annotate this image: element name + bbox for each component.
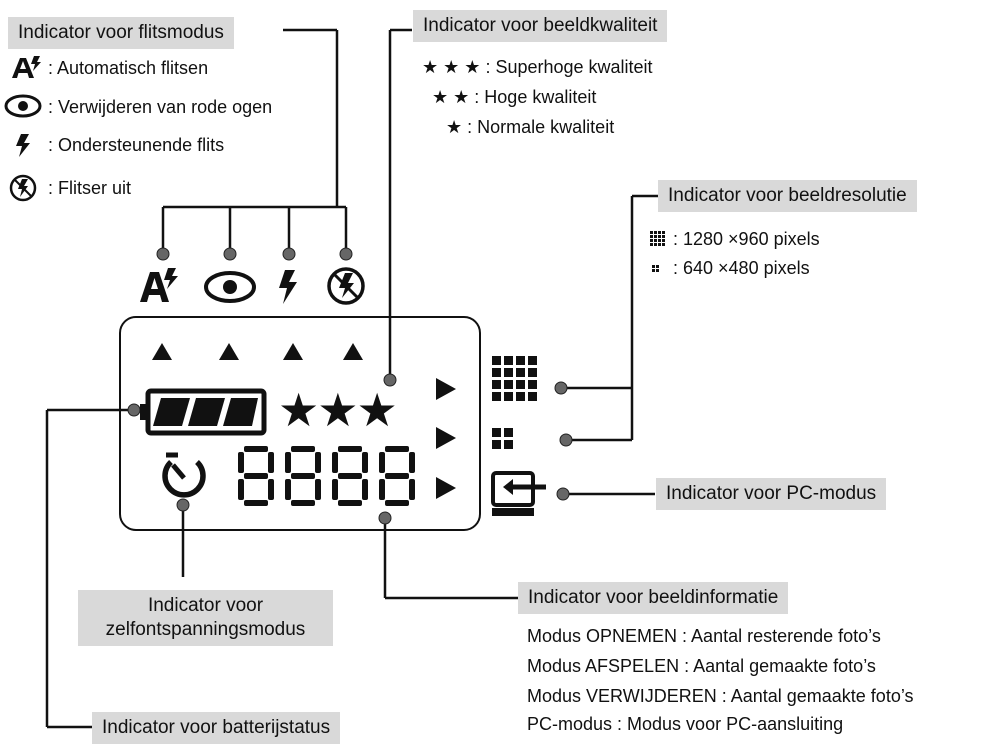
lcd-digit-segment bbox=[362, 452, 368, 473]
lcd-digit-segment bbox=[385, 500, 409, 506]
image-info-line-play: Modus AFSPELEN : Aantal gemaakte foto’s bbox=[527, 656, 876, 676]
lcd-digit-segment bbox=[244, 446, 268, 452]
lcd-flash-triangle-1 bbox=[152, 343, 172, 360]
lcd-panel bbox=[119, 316, 481, 531]
fill-flash-icon bbox=[279, 270, 297, 304]
quality-stars: ★ ★ bbox=[432, 87, 470, 107]
resolution-dot-high bbox=[554, 381, 568, 395]
lcd-digit-segment bbox=[244, 500, 268, 506]
resolution-item-low: : 640 ×480 pixels bbox=[673, 258, 810, 278]
flash-mode-item-redeye: : Verwijderen van rode ogen bbox=[48, 97, 273, 117]
flash-dot-4 bbox=[339, 247, 353, 261]
flash-mode-item-auto: : Automatisch flitsen bbox=[48, 58, 209, 78]
legend-auto-flash-icon bbox=[12, 56, 41, 78]
legend-red-eye-icon bbox=[4, 94, 42, 118]
selftimer-dot bbox=[176, 498, 190, 512]
lcd-digit-segment bbox=[379, 479, 385, 500]
lcd-flash-triangle-2 bbox=[219, 343, 239, 360]
image-info-line-record: Modus OPNEMEN : Aantal resterende foto’s bbox=[527, 626, 881, 646]
lcd-digit-segment bbox=[338, 500, 362, 506]
auto-flash-icon bbox=[140, 268, 178, 302]
quality-stars: ★ bbox=[446, 117, 463, 137]
lcd-digits bbox=[238, 446, 415, 506]
flash-dot-1 bbox=[156, 247, 170, 261]
quality-item-high: ★ ★ : Hoge kwaliteit bbox=[432, 86, 596, 108]
legend-high-resolution-icon bbox=[650, 231, 665, 246]
lcd-digit-segment bbox=[362, 479, 368, 500]
image-info-line-delete: Modus VERWIJDEREN : Aantal gemaakte foto… bbox=[527, 686, 914, 706]
flash-mode-item-off: : Flitser uit bbox=[48, 178, 132, 198]
selftimer-label-line2: zelfontspanningsmodus bbox=[105, 619, 306, 640]
pc-mode-label: Indicator voor PC-modus bbox=[656, 478, 887, 510]
lcd-digit-segment bbox=[315, 452, 321, 473]
image-info-label: Indicator voor beeldinformatie bbox=[518, 582, 789, 614]
flash-dot-2 bbox=[223, 247, 237, 261]
lcd-digit-segment bbox=[268, 452, 274, 473]
selftimer-icon bbox=[162, 452, 206, 498]
battery-icon bbox=[140, 388, 267, 436]
pc-icon bbox=[491, 471, 546, 516]
quality-text: : Normale kwaliteit bbox=[467, 117, 615, 137]
selftimer-label: Indicator voor zelfontspanningsmodus bbox=[78, 590, 333, 646]
lcd-digit-segment bbox=[238, 452, 244, 473]
image-quality-label: Indicator voor beeldkwaliteit bbox=[413, 10, 668, 42]
low-resolution-icon bbox=[492, 428, 513, 449]
lcd-digit-segment bbox=[379, 452, 385, 473]
lcd-digit-segment bbox=[268, 479, 274, 500]
battery-label: Indicator voor batterijstatus bbox=[92, 712, 341, 744]
lcd-digit-segment bbox=[332, 452, 338, 473]
lcd-digit-segment bbox=[409, 452, 415, 473]
legend-flash-off-icon bbox=[9, 174, 37, 202]
quality-item-normal: ★ : Normale kwaliteit bbox=[446, 116, 614, 138]
lcd-arrow-high-res bbox=[436, 378, 456, 400]
legend-fill-flash-icon bbox=[16, 134, 30, 157]
quality-dot bbox=[383, 373, 397, 387]
image-info-line-pc: PC-modus : Modus voor PC-aansluiting bbox=[527, 714, 844, 734]
lcd-digit-segment bbox=[285, 452, 291, 473]
lcd-digit-segment bbox=[338, 446, 362, 452]
flash-mode-label: Indicator voor flitsmodus bbox=[8, 17, 234, 49]
pc-dot bbox=[556, 487, 570, 501]
lcd-digit-segment bbox=[409, 479, 415, 500]
lcd-digit-segment bbox=[332, 479, 338, 500]
selftimer-label-line1: Indicator voor bbox=[147, 595, 264, 616]
resolution-item-high: : 1280 ×960 pixels bbox=[673, 229, 820, 249]
lcd-digit-segment bbox=[291, 446, 315, 452]
info-dot bbox=[378, 511, 392, 525]
quality-text: : Superhoge kwaliteit bbox=[485, 57, 653, 77]
lcd-digit-segment bbox=[338, 473, 362, 479]
lcd-digit-segment bbox=[385, 446, 409, 452]
battery-dot bbox=[127, 403, 141, 417]
lcd-digit-segment bbox=[244, 473, 268, 479]
quality-item-super: ★ ★ ★ : Superhoge kwaliteit bbox=[422, 56, 653, 78]
lcd-digit-segment bbox=[285, 479, 291, 500]
flash-dot-3 bbox=[282, 247, 296, 261]
quality-stars: ★ ★ ★ bbox=[422, 57, 481, 77]
lcd-arrow-low-res bbox=[436, 427, 456, 449]
lcd-digit-segment bbox=[385, 473, 409, 479]
lcd-digit-segment bbox=[291, 473, 315, 479]
resolution-dot-low bbox=[559, 433, 573, 447]
lcd-flash-triangle-4 bbox=[343, 343, 363, 360]
lcd-flash-triangle-3 bbox=[283, 343, 303, 360]
flash-mode-item-fill: : Ondersteunende flits bbox=[48, 135, 225, 155]
high-resolution-icon bbox=[492, 356, 537, 401]
legend-low-resolution-icon bbox=[652, 265, 659, 272]
lcd-quality-stars: ★★★ bbox=[278, 384, 398, 436]
image-resolution-label: Indicator voor beeldresolutie bbox=[658, 180, 917, 212]
flash-off-icon bbox=[327, 267, 365, 305]
quality-text: : Hoge kwaliteit bbox=[474, 87, 597, 107]
lcd-digit-segment bbox=[238, 479, 244, 500]
lcd-arrow-pc bbox=[436, 477, 456, 499]
lcd-digit-segment bbox=[315, 479, 321, 500]
lcd-digit-segment bbox=[291, 500, 315, 506]
red-eye-icon bbox=[204, 271, 256, 303]
